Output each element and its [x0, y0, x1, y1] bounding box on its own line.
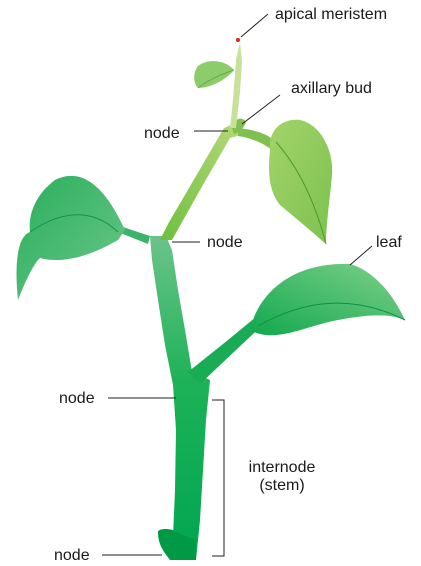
label-axillary-bud: axillary bud: [291, 80, 372, 98]
label-internode: internode (stem): [230, 459, 334, 495]
label-node-lower: node: [59, 390, 95, 408]
label-leaf: leaf: [376, 234, 402, 252]
apical-shoot: [230, 42, 242, 128]
label-internode-line2: (stem): [230, 477, 334, 495]
label-node-upper: node: [144, 125, 180, 143]
leader-axillary-bud: [242, 95, 280, 124]
label-node-bottom: node: [54, 547, 90, 565]
label-apical-meristem: apical meristem: [275, 6, 387, 24]
leader-leaf: [350, 246, 372, 265]
label-internode-line1: internode: [230, 459, 334, 477]
apical-meristem-dot: [236, 38, 240, 42]
right-leaf: [250, 264, 405, 335]
left-leaf: [17, 176, 126, 300]
leader-apical-meristem: [241, 14, 268, 37]
label-node-middle: node: [207, 234, 243, 252]
apical-leaf: [194, 61, 234, 88]
upper-right-leaf: [269, 120, 332, 244]
internode-bracket: [212, 400, 224, 556]
